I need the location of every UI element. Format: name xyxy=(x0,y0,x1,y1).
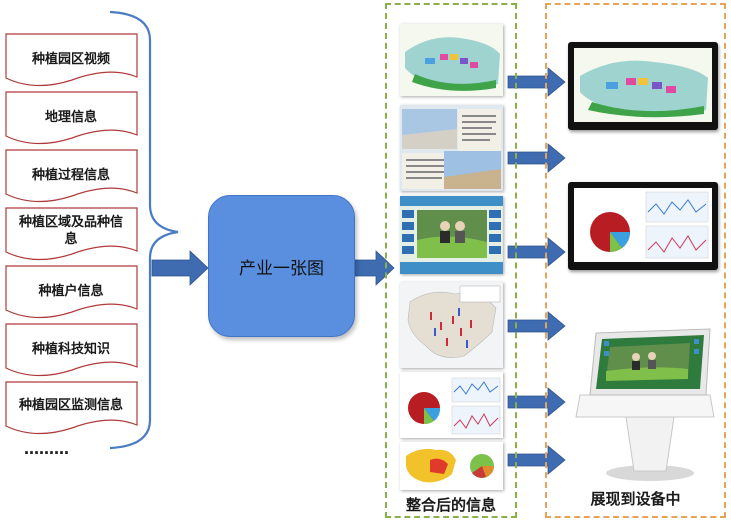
monitoring-ui-thumbnail xyxy=(400,196,503,274)
arrow-to-device xyxy=(507,237,566,267)
industry-map-box: 产业一张图 xyxy=(208,195,355,337)
park-map-thumbnail xyxy=(400,24,503,96)
source-tag-shape xyxy=(5,91,138,145)
source-item-monitoring-info: 种植园区监测信息 xyxy=(18,397,123,413)
source-tag-shape xyxy=(5,207,138,261)
arrow-to-device xyxy=(507,67,566,97)
kiosk-terminal xyxy=(575,328,715,481)
source-item-process-info: 种植过程信息 xyxy=(31,167,110,183)
more-sources-ellipsis: ……… xyxy=(24,440,69,458)
source-item-region-variety: 种植区域及品种信息 xyxy=(18,215,123,247)
industry-map-label: 产业一张图 xyxy=(239,258,324,279)
source-tag-shape xyxy=(5,381,138,435)
device-display-caption: 展现到设备中 xyxy=(590,490,681,508)
arrow-to-device xyxy=(507,445,566,475)
integrated-info-caption: 整合后的信息 xyxy=(405,496,496,514)
source-tags-graphic xyxy=(5,10,179,450)
source-tag-shape xyxy=(5,33,138,87)
source-item-geo-info: 地理信息 xyxy=(44,109,97,125)
wall-display-charts xyxy=(568,182,718,270)
wall-display-map xyxy=(568,42,718,130)
source-item-park-video: 种植园区视频 xyxy=(31,51,110,67)
source-tag-shape xyxy=(5,149,138,203)
grouping-brace xyxy=(109,10,179,450)
field-photo-thumbnail xyxy=(400,105,503,191)
china-map-thumbnail xyxy=(400,282,503,368)
device-display-column xyxy=(545,3,726,518)
source-tag-shape xyxy=(5,265,138,319)
source-item-tech-knowledge: 种植科技知识 xyxy=(31,341,110,357)
arrow-to-device xyxy=(507,311,566,341)
arrow-to-center xyxy=(151,250,209,286)
integrated-info-column xyxy=(385,3,517,518)
arrow-to-device xyxy=(507,387,566,417)
chart-dashboard-thumbnail xyxy=(400,372,503,438)
arrow-to-device xyxy=(507,143,566,173)
province-map-thumbnail xyxy=(400,442,503,490)
source-item-grower-info: 种植户信息 xyxy=(38,283,104,299)
source-tag-shape xyxy=(5,323,138,377)
